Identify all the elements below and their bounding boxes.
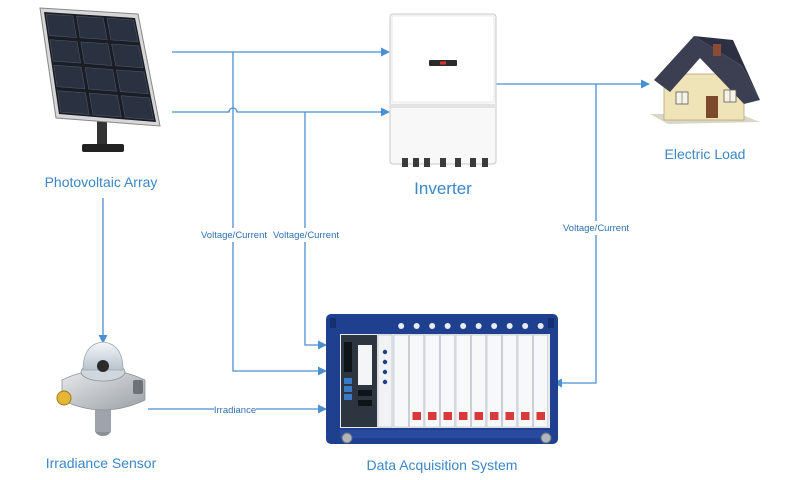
daq-chassis-icon — [326, 314, 558, 444]
connections — [98, 47, 650, 414]
daq-connector-tab — [412, 412, 421, 420]
daq-slot-marker — [506, 323, 513, 329]
daq-io-module — [455, 334, 471, 428]
daq-slot-marker — [429, 323, 436, 329]
node-label-inverter: Inverter — [414, 179, 472, 198]
solar-cell — [76, 15, 108, 40]
solar-cell — [80, 41, 113, 66]
solar-cell — [106, 17, 139, 43]
node-label-photovoltaic-array: Photovoltaic Array — [45, 174, 158, 190]
edge-label-voltage-current-1: Voltage/Current — [201, 230, 267, 241]
daq-io-module — [533, 334, 549, 428]
solar-cell — [88, 92, 122, 118]
daq-slot-marker — [522, 323, 529, 329]
solar-cell — [120, 95, 154, 121]
daq-connector-tab — [536, 412, 545, 420]
inverter-icon — [389, 13, 497, 167]
daq-io-module — [471, 334, 487, 428]
pv-current-tap-line — [304, 112, 327, 350]
node-labels: Photovoltaic Array Inverter Electric Loa… — [45, 146, 746, 473]
house-icon — [650, 36, 760, 124]
daq-connector-tab — [505, 412, 514, 420]
daq-io-module — [486, 334, 502, 428]
daq-slot-marker — [475, 323, 482, 329]
edge-labels: Voltage/Current Voltage/Current Voltage/… — [200, 221, 630, 416]
daq-connector-tab — [521, 412, 530, 420]
solar-cell — [49, 39, 81, 64]
pv-voltage-tap-line — [232, 52, 327, 376]
daq-io-module — [440, 334, 456, 428]
daq-slot-marker — [460, 323, 467, 329]
node-label-electric-load: Electric Load — [665, 146, 746, 162]
daq-connector-tab — [428, 412, 437, 420]
solar-cell — [116, 69, 149, 95]
edge-label-voltage-current-2: Voltage/Current — [273, 230, 339, 241]
load-tap-line — [553, 84, 597, 388]
daq-connector-tab — [443, 412, 452, 420]
solar-cell — [45, 13, 77, 38]
daq-connector-tab — [459, 412, 468, 420]
solar-cell — [84, 67, 117, 92]
daq-slot-marker — [537, 323, 544, 329]
daq-io-module — [502, 334, 518, 428]
solar-cell — [57, 90, 90, 115]
daq-connector-tab — [490, 412, 499, 420]
daq-slot-marker — [444, 323, 451, 329]
edge-label-voltage-current-3: Voltage/Current — [563, 223, 629, 234]
daq-slot-marker — [398, 323, 405, 329]
node-label-data-acquisition-system: Data Acquisition System — [367, 457, 518, 473]
edge-label-irradiance: Irradiance — [214, 405, 256, 416]
daq-slot-marker — [413, 323, 420, 329]
pyranometer-icon — [56, 341, 146, 436]
node-label-irradiance-sensor: Irradiance Sensor — [46, 455, 157, 471]
daq-io-module — [517, 334, 533, 428]
solar-panel-icon — [39, 7, 161, 152]
daq-io-module — [409, 334, 425, 428]
solar-cell — [111, 43, 144, 69]
solar-cell — [53, 64, 86, 90]
daq-io-module — [424, 334, 440, 428]
daq-slot-marker — [491, 323, 498, 329]
daq-connector-tab — [474, 412, 483, 420]
pv-to-inverter-line-bottom — [172, 107, 390, 117]
daq-io-module — [393, 334, 409, 428]
